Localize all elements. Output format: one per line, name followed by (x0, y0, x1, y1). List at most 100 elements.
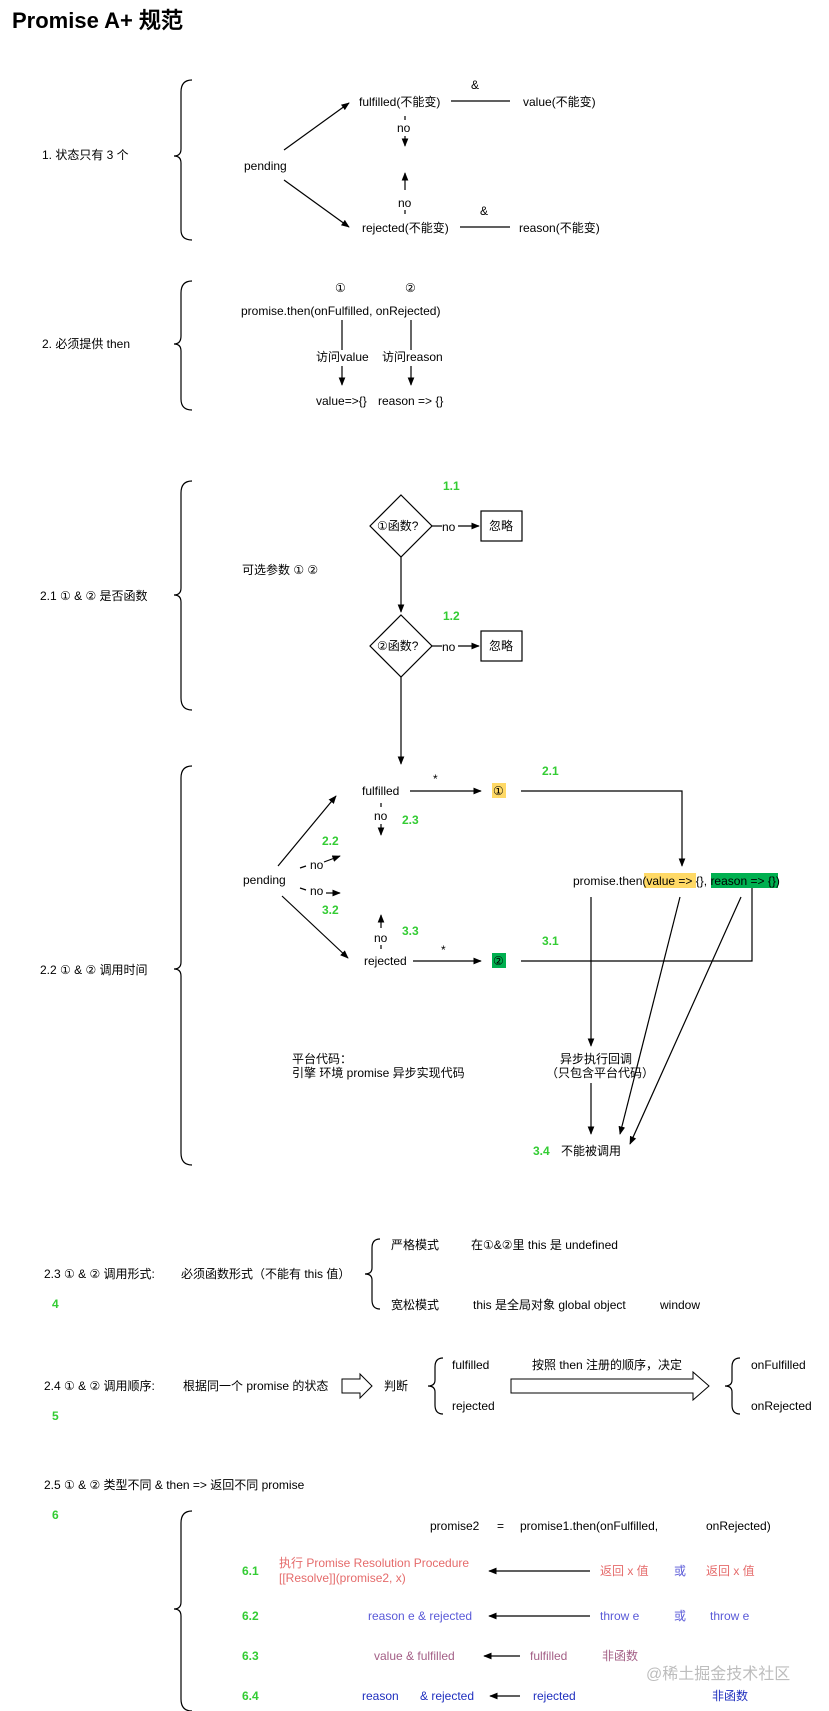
s1-brace (173, 79, 193, 241)
s23-sloppy: 宽松模式 (391, 1297, 439, 1312)
s22-arrow-circle1-to-then (521, 790, 686, 867)
s1-fulfilled: fulfilled(不能变) (359, 94, 440, 109)
s22-then-reason: reason => {} (710, 874, 775, 888)
s22-no-bottom: no (310, 884, 324, 898)
s2-circle2: ② (405, 281, 416, 295)
s25-r61-or: 或 (674, 1564, 686, 1578)
s22-then-reason-highlight (711, 873, 778, 888)
s22-tag-3-4: 3.4 (533, 1144, 550, 1158)
s24-brace-left (427, 1357, 444, 1415)
s25-r64-nonfn: 非函数 (712, 1688, 748, 1703)
s22-cannot-call: 不能被调用 (561, 1144, 621, 1158)
s1-value: value(不能变) (523, 94, 596, 109)
s21-tag-1-2: 1.2 (443, 609, 460, 623)
s23-window: window (659, 1298, 700, 1312)
s2-signature: promise.then(onFulfilled, onRejected) (241, 304, 440, 318)
s23-tag: 4 (52, 1297, 59, 1311)
s24-hollow-arrow-1 (341, 1372, 373, 1400)
s21-label: 2.1 ① & ② 是否函数 (40, 588, 148, 603)
s25-r61-line2: [[Resolve]](promise2, x) (279, 1571, 406, 1585)
s21-diamond-1-text: ①函数? (377, 518, 419, 533)
s25-tag: 6 (52, 1508, 59, 1522)
s24-brace-right (724, 1357, 741, 1415)
s22-then-comma: , (704, 874, 711, 888)
s21-no-1: no (442, 520, 456, 534)
s22-tag-3-1: 3.1 (542, 934, 559, 948)
s22-rejected: rejected (364, 954, 407, 968)
s22-then-prefix: promise.then( (573, 874, 646, 888)
s22-circle2-highlight (492, 953, 506, 968)
s1-arrow-to-fulfilled (283, 102, 350, 151)
s22-arrow-to-rejected (281, 895, 349, 959)
s22-tag-2-1: 2.1 (542, 764, 559, 778)
s2-brace (173, 280, 193, 411)
s23-sloppy-desc: this 是全局对象 global object (473, 1297, 626, 1312)
s24-judge: 判断 (384, 1378, 408, 1393)
s1-rejected: rejected(不能变) (362, 220, 449, 235)
s22-arrow-then-reason-to-cannot (629, 896, 742, 1145)
s1-reason: reason(不能变) (519, 220, 600, 235)
s22-platform-line2: 引擎 环境 promise 异步实现代码 (292, 1065, 465, 1080)
s22-tag-2-3: 2.3 (402, 813, 419, 827)
s1-no-top: no (397, 121, 411, 135)
s22-tag-3-2: 3.2 (322, 903, 339, 917)
s25-r61-line1: 执行 Promise Resolution Procedure (279, 1556, 469, 1570)
s22-no-top-arrow (323, 855, 341, 863)
s23-must: 必须函数形式（不能有 this 值） (181, 1266, 350, 1281)
s22-arrow-circle2-to-then (521, 875, 756, 962)
s23-label: 2.3 ① & ② 调用形式: (44, 1267, 155, 1281)
s22-circle1-highlight (492, 783, 506, 798)
s21-no-2: no (442, 640, 456, 654)
s22-fulfilled: fulfilled (362, 784, 399, 798)
s1-label: 1. 状态只有 3 个 (42, 148, 129, 162)
s25-r64-tag: 6.4 (242, 1689, 259, 1703)
s1-arrow-to-rejected (283, 179, 350, 228)
s23-brace (364, 1238, 381, 1310)
s25-promise2: promise2 (430, 1519, 480, 1533)
s25-r62-tag: 6.2 (242, 1609, 259, 1623)
s2-reason-fn: reason => {} (378, 394, 443, 408)
s22-pending: pending (243, 873, 286, 887)
s24-order: 按照 then 注册的顺序，决定 (532, 1357, 682, 1372)
s1-pending: pending (244, 159, 287, 173)
s2-access-value: 访问value (316, 350, 369, 364)
watermark: @稀土掘金技术社区 (646, 1665, 790, 1683)
s2-circle1: ① (335, 281, 346, 295)
s1-amp-top: & (471, 78, 479, 92)
s25-brace (173, 1510, 193, 1711)
s22-platform-line1: 平台代码： (292, 1051, 352, 1066)
s22-then-value-highlight (644, 873, 696, 888)
s25-r61-tag: 6.1 (242, 1564, 259, 1578)
s21-tag-1-1: 1.1 (443, 479, 460, 493)
page-title: Promise A+ 规范 (12, 8, 183, 33)
s22-no-rejected: no (374, 931, 388, 945)
s25-onrejected: onRejected) (706, 1519, 771, 1533)
s22-tag-2-2: 2.2 (322, 834, 339, 848)
s21-brace (173, 480, 193, 711)
s22-circle1: ① (493, 784, 504, 798)
s25-r63-fulfilled: fulfilled (530, 1649, 567, 1663)
s1-no-bottom: no (398, 196, 412, 210)
s23-strict-desc: 在①&②里 this 是 undefined (471, 1238, 618, 1252)
s24-tag: 5 (52, 1409, 59, 1423)
s21-ignore-1: 忽略 (489, 518, 513, 533)
s24-label: 2.4 ① & ② 调用顺序: (44, 1378, 155, 1393)
s25-r62-reason: reason e & rejected (368, 1609, 472, 1623)
s1-amp-bottom: & (480, 204, 488, 218)
s25-r64-reason: reason (362, 1689, 399, 1703)
s25-r61-return-1: 返回 x 值 (600, 1563, 649, 1578)
s22-no-bottom-stub (299, 887, 307, 891)
s25-label: 2.5 ① & ② 类型不同 & then => 返回不同 promise (44, 1478, 305, 1492)
s23-strict: 严格模式 (391, 1237, 439, 1252)
s24-onrejected: onRejected (751, 1399, 812, 1413)
s25-p1then: promise1.then(onFulfilled, (520, 1519, 658, 1533)
s22-brace (173, 765, 193, 1166)
s25-r63-nonfn: 非函数 (602, 1648, 638, 1663)
s24-hollow-arrow-2 (510, 1370, 710, 1402)
s21-ignore-box-2 (480, 630, 523, 662)
s25-r63-value: value & fulfilled (374, 1649, 455, 1663)
s22-label: 2.2 ① & ② 调用时间 (40, 963, 148, 977)
s22-circle2: ② (493, 954, 504, 968)
s22-then-suffix: ) (776, 874, 780, 888)
